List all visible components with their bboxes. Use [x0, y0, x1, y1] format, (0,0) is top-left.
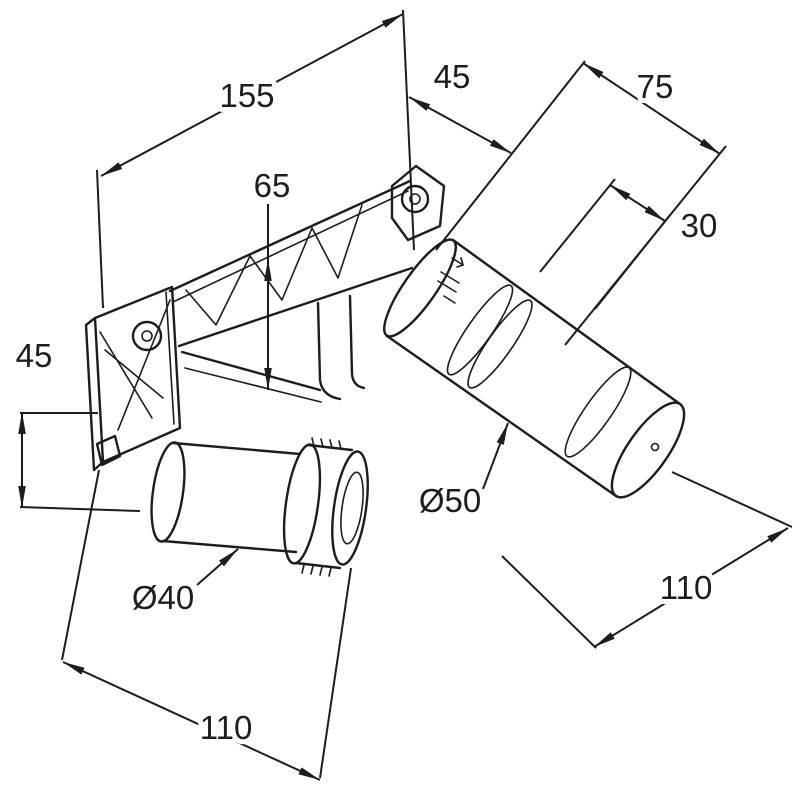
dimension-45-left: 45 — [11, 332, 141, 512]
knurled-nut-top — [306, 443, 354, 452]
end-cap-center-mark — [650, 442, 660, 452]
mounting-bar — [168, 179, 414, 403]
spout-tube-cylinder — [150, 437, 369, 577]
dim-155-label: 155 — [219, 77, 274, 114]
knurl-ticks — [301, 437, 342, 577]
tube-back-end — [150, 441, 186, 543]
tube-front-end — [331, 450, 369, 566]
dimension-dia50: Ø50 — [414, 422, 509, 524]
screw-boss-circle — [131, 320, 163, 352]
dimension-30: 30 — [539, 178, 722, 310]
knurled-nut-face — [282, 443, 322, 565]
dim-45-top-label: 45 — [434, 58, 471, 95]
dimension-110-bottom: 110 — [61, 469, 352, 781]
wall-plate — [84, 285, 182, 472]
engraved-markings — [437, 257, 464, 304]
ear-hole-inner — [409, 193, 421, 205]
dim-65-label: 65 — [254, 167, 291, 204]
dim-75-label: 75 — [637, 68, 674, 105]
dimension-45-top: 45 — [408, 53, 586, 251]
mounting-ear — [390, 164, 446, 242]
housing-end-cap — [610, 401, 686, 499]
dim-30-label: 30 — [681, 207, 718, 244]
tube-bore — [340, 471, 364, 545]
elbow-connector — [316, 294, 366, 401]
screw-hole — [141, 330, 153, 342]
support-arm — [180, 350, 322, 392]
knurled-nut-bottom — [294, 561, 342, 570]
dimension-dia40: Ø40 — [127, 548, 239, 621]
dim-110-bottom-label: 110 — [200, 709, 253, 746]
dimension-110-right: 110 — [501, 471, 793, 649]
dimension-75: 75 — [564, 62, 727, 346]
dim-dia50-label: Ø50 — [419, 482, 481, 519]
dimension-65: 65 — [249, 162, 295, 390]
dim-110-right-label: 110 — [660, 569, 713, 606]
truss-ribs — [185, 204, 363, 326]
dim-dia40-label: Ø40 — [132, 579, 194, 616]
dimension-155: 155 — [96, 9, 415, 309]
dim-45-left-label: 45 — [16, 337, 53, 374]
housing-flange — [383, 238, 457, 338]
plate-bottom-tab — [95, 434, 122, 467]
cartridge-housing-cylinder — [383, 238, 686, 499]
ear-hole-outer — [400, 184, 430, 214]
